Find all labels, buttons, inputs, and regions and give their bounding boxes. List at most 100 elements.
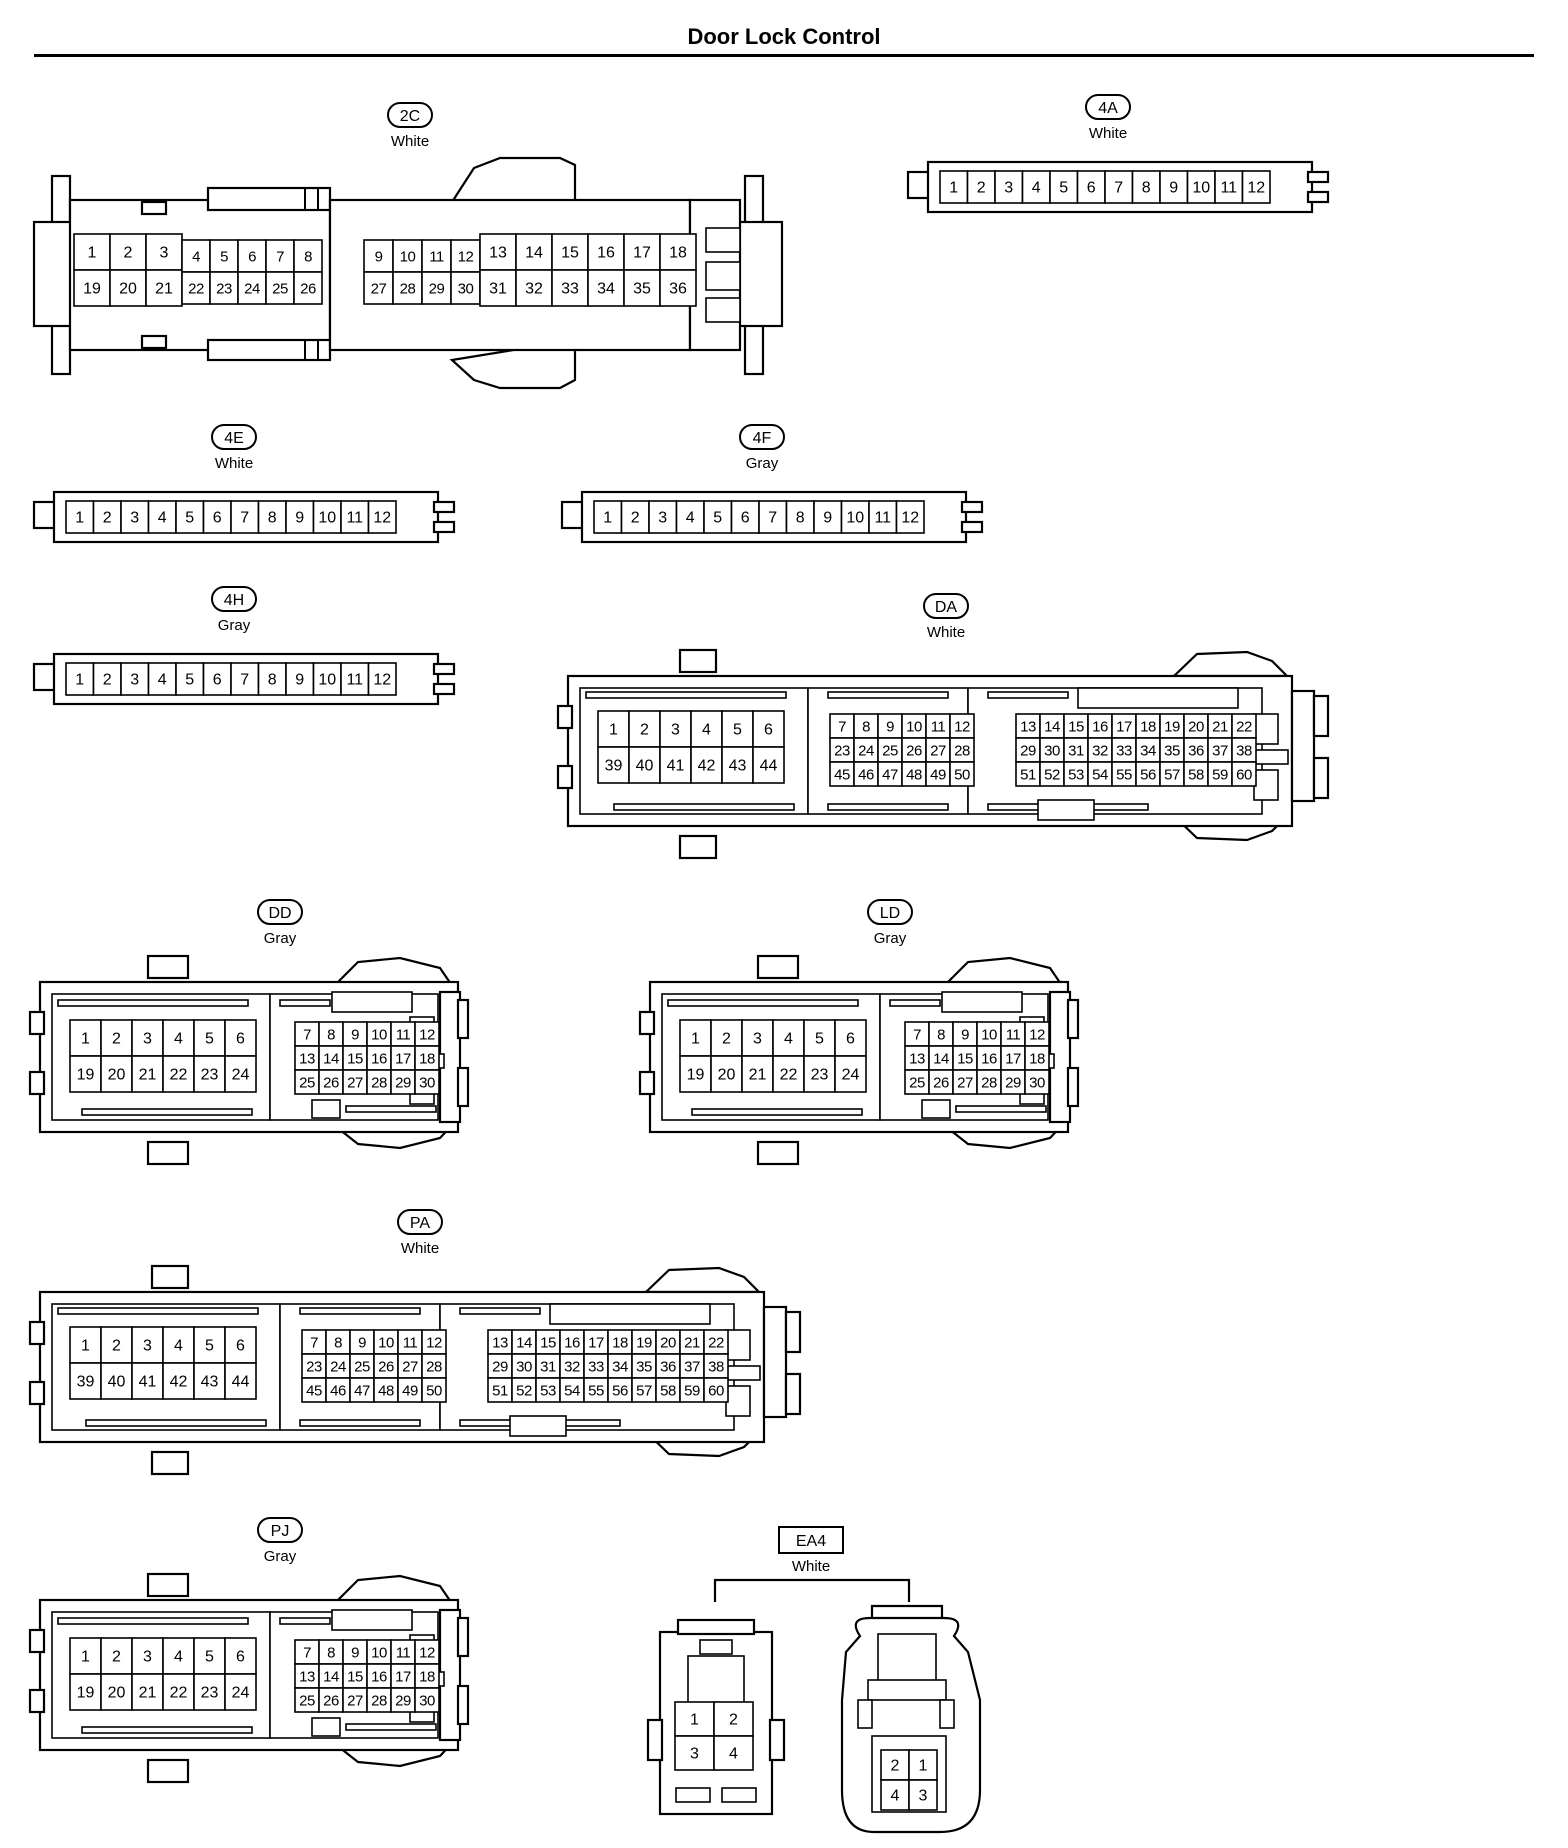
pin-number: 49 [930, 767, 946, 784]
pin-number: 3 [143, 1649, 152, 1666]
housing-part [146, 1572, 190, 1598]
pin-number: 19 [1164, 719, 1180, 736]
pin-number: 4 [174, 1649, 183, 1666]
pin-number: 12 [1247, 180, 1265, 197]
pin-number: 4 [1032, 180, 1041, 197]
pin-cell [147, 500, 177, 534]
pin-number: 29 [492, 1359, 508, 1376]
connector-id-pill [387, 102, 433, 128]
pin-cell [202, 500, 232, 534]
pin-number: 17 [395, 1669, 411, 1686]
pin-number: 1 [691, 1031, 700, 1048]
pin-number: 39 [77, 1374, 95, 1391]
pin-number: 30 [458, 281, 474, 298]
pin-number: 8 [327, 1027, 335, 1044]
housing-part [1066, 1066, 1080, 1108]
pin-number: 30 [1044, 743, 1060, 760]
pin-number: 15 [540, 1335, 556, 1352]
housing-part [687, 1655, 745, 1707]
pin-number: 22 [188, 281, 204, 298]
pin-cell [224, 1326, 257, 1364]
pin-number: 37 [1212, 743, 1228, 760]
pin-cell [69, 1673, 102, 1711]
pin-number: 12 [1029, 1027, 1045, 1044]
housing-part [613, 803, 795, 811]
housing-part [1312, 756, 1330, 800]
pin-cell [908, 1749, 938, 1781]
pin-cell [237, 271, 267, 305]
pin-number: 36 [1188, 743, 1204, 760]
pin-cell [587, 269, 625, 307]
connector-id: LD [880, 905, 900, 922]
pin-cell [679, 1377, 705, 1403]
housing-part [28, 1688, 46, 1714]
housing-part [57, 1617, 249, 1625]
pin-number: 12 [373, 672, 391, 689]
pin-number: 9 [375, 249, 383, 266]
housing-part [877, 1633, 937, 1683]
pin-number: 23 [834, 743, 850, 760]
pin-number: 11 [874, 510, 891, 527]
pin-number: 25 [299, 1075, 315, 1092]
pin-number: 48 [378, 1383, 394, 1400]
connector-id-pill [211, 424, 257, 450]
pin-cell [659, 233, 697, 271]
pin-number: 7 [768, 510, 777, 527]
pin-number: 23 [201, 1685, 219, 1702]
pin-number: 15 [347, 1051, 363, 1068]
housing-part [756, 1140, 800, 1166]
pin-number: 57 [1164, 767, 1180, 784]
pin-number: 30 [516, 1359, 532, 1376]
pin-number: 34 [597, 281, 615, 298]
pin-cell [853, 761, 879, 787]
pin-number: 27 [957, 1075, 973, 1092]
pin-number: 7 [310, 1335, 318, 1352]
pin-cell [928, 1069, 954, 1095]
housing-part [725, 1385, 751, 1417]
pin-cell [583, 1329, 609, 1355]
pin-number: 13 [492, 1335, 508, 1352]
pin-cell [1135, 713, 1161, 739]
housing-part [705, 261, 741, 291]
housing-part [1066, 998, 1080, 1040]
pin-cell [209, 239, 239, 273]
pin-number: 8 [334, 1335, 342, 1352]
pin-number: 24 [244, 281, 260, 298]
pin-cell [342, 1069, 368, 1095]
pin-number: 5 [205, 1649, 214, 1666]
pin-number: 6 [248, 249, 256, 266]
pin-number: 56 [1140, 767, 1156, 784]
pin-number: 13 [909, 1051, 925, 1068]
pin-number: 24 [232, 1067, 250, 1084]
pin-number: 2 [631, 510, 640, 527]
pin-cell [1111, 761, 1137, 787]
pin-number: 5 [205, 1031, 214, 1048]
pin-number: 14 [933, 1051, 949, 1068]
pin-number: 11 [396, 1027, 411, 1044]
pin-number: 18 [419, 1669, 435, 1686]
pin-number: 11 [1220, 180, 1237, 197]
pin-number: 28 [426, 1359, 442, 1376]
pin-number: 12 [901, 510, 919, 527]
pin-number: 43 [201, 1374, 219, 1391]
pin-cell [741, 1055, 774, 1093]
pin-number: 22 [780, 1067, 798, 1084]
pin-number: 49 [402, 1383, 418, 1400]
pin-cell [294, 1069, 320, 1095]
pin-number: 8 [937, 1027, 945, 1044]
pin-cell [414, 1639, 440, 1665]
housing-part [762, 1305, 788, 1419]
pin-number: 6 [236, 1031, 245, 1048]
